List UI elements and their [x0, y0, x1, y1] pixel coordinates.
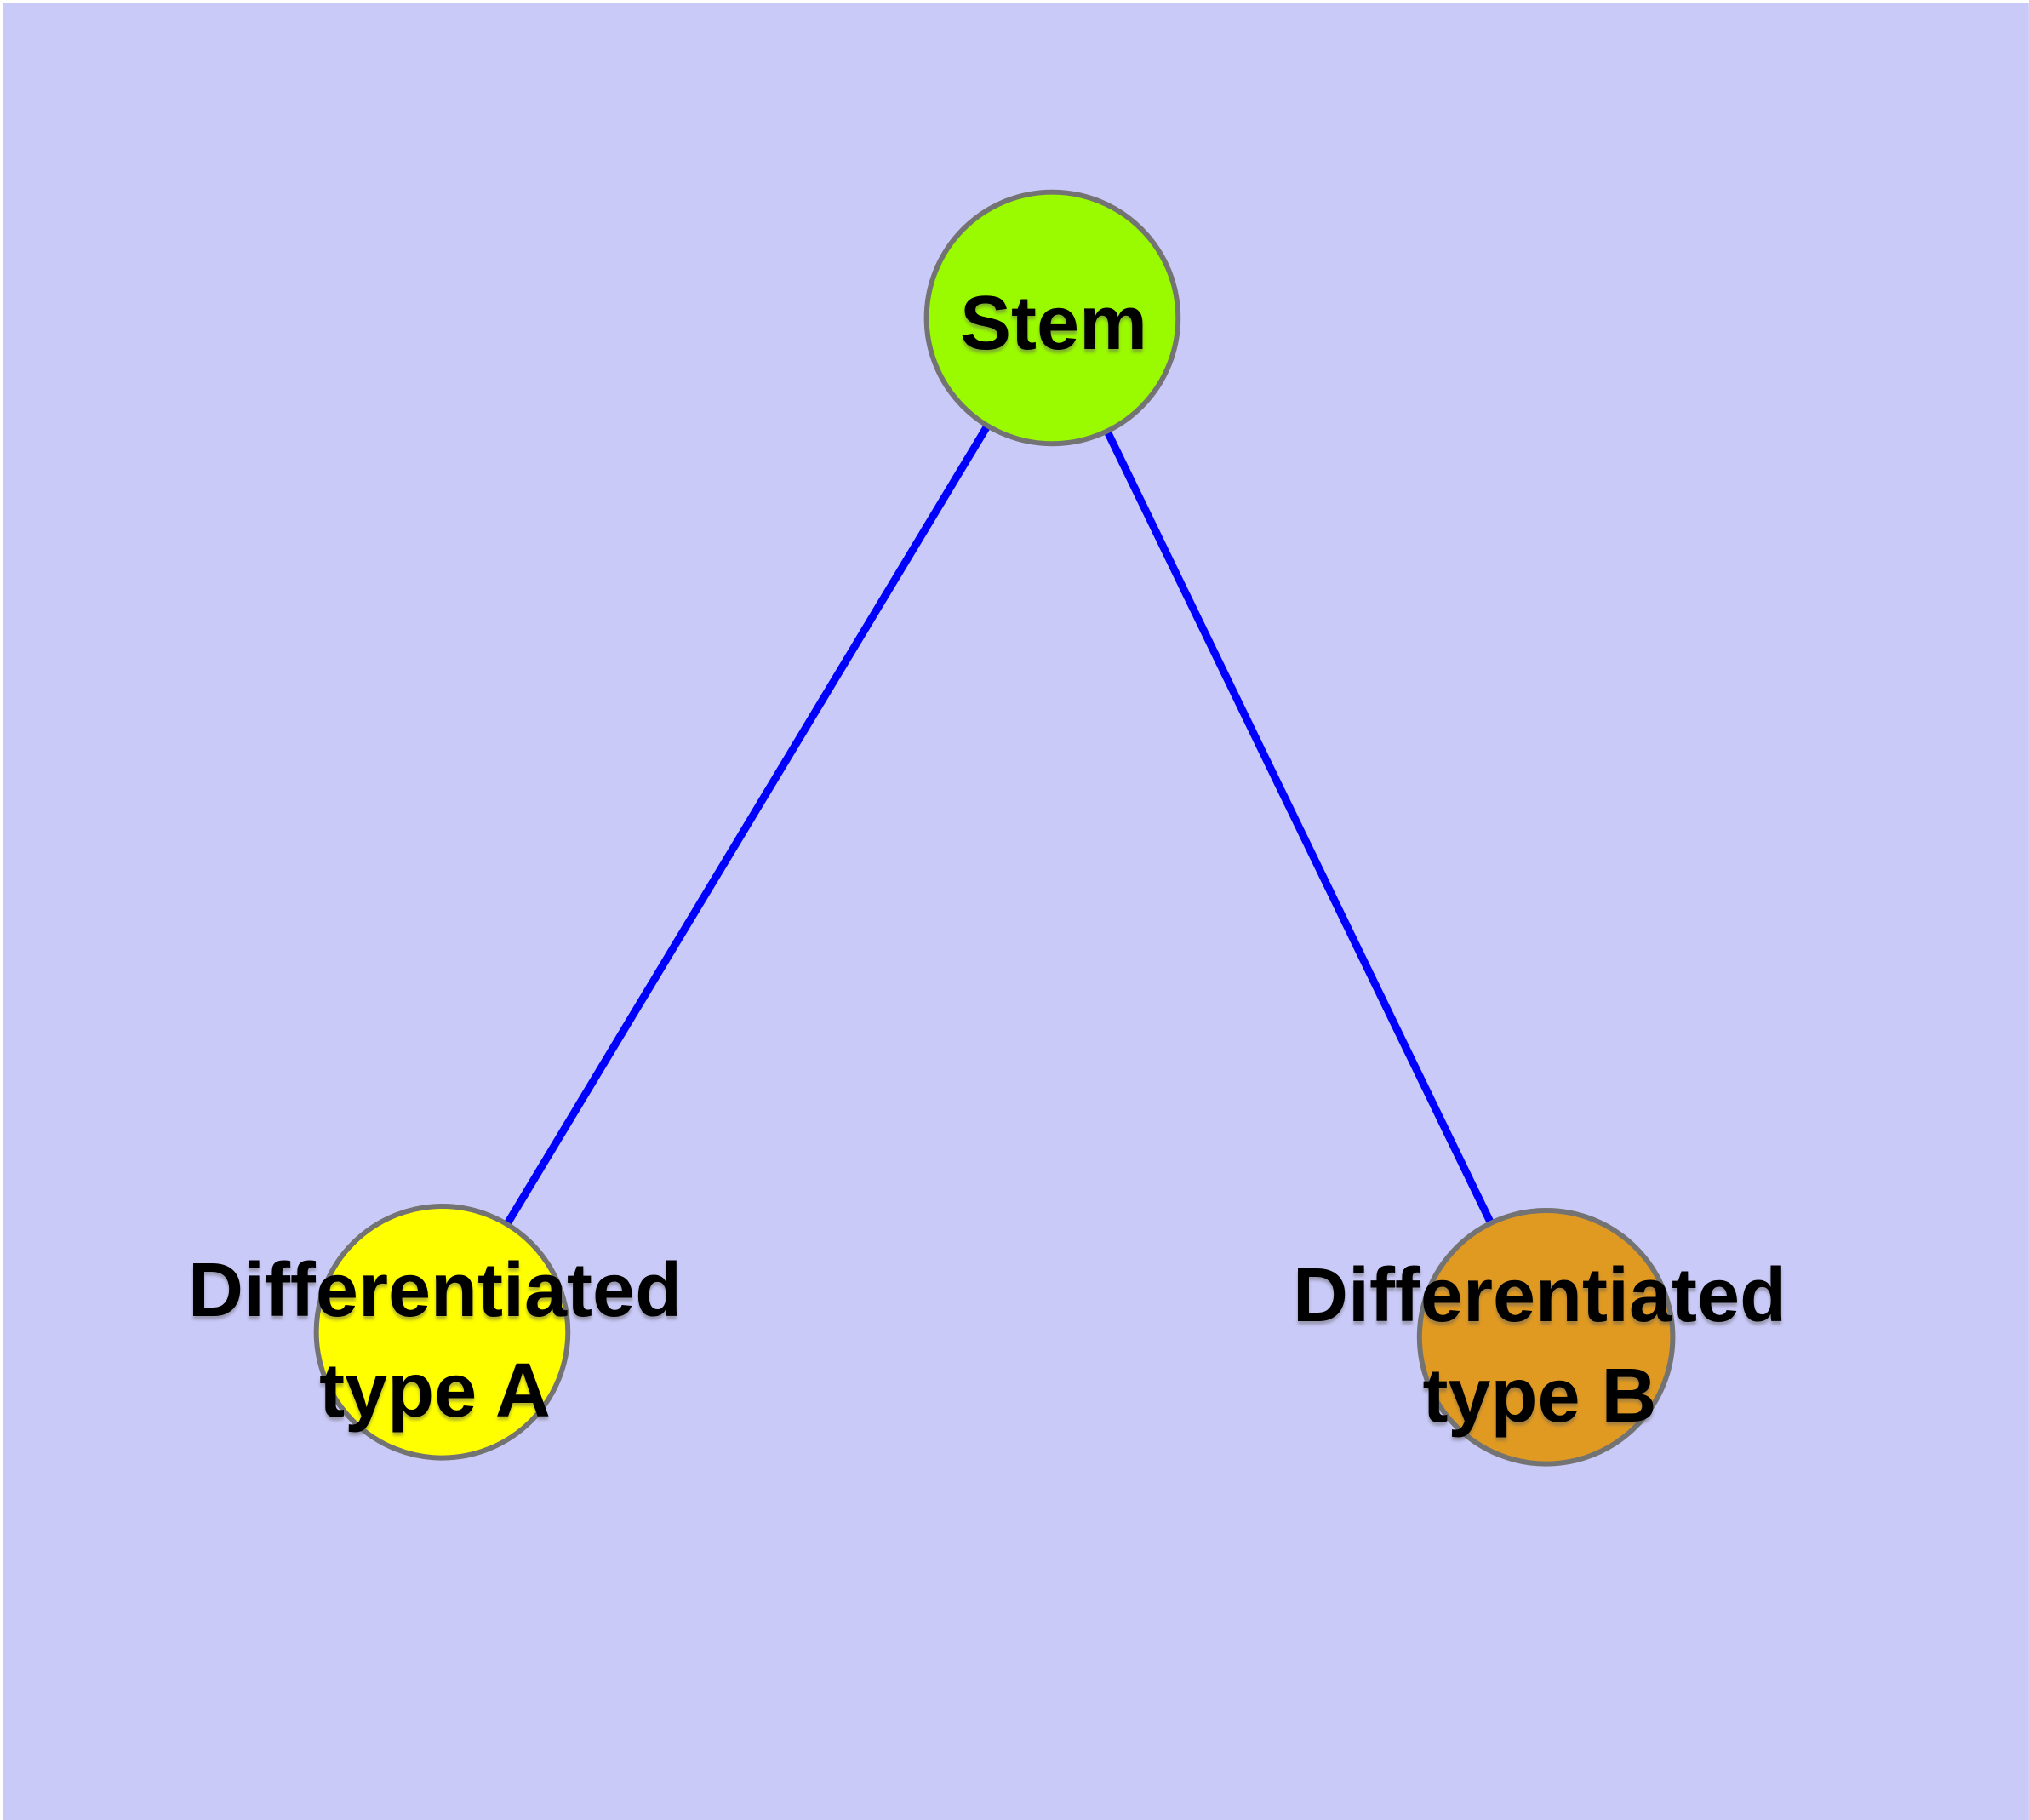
edge-stem-to-type-b — [1049, 316, 1550, 1339]
node-type-a-label-line1: Differentiated — [187, 1248, 683, 1333]
node-type-a-label: Differentiated type A — [188, 1240, 682, 1441]
node-type-b-label: Differentiated type B — [1293, 1245, 1786, 1446]
node-type-b-label-line1: Differentiated — [1292, 1253, 1787, 1338]
edge-stem-to-type-a — [438, 316, 1056, 1335]
node-stem-label: Stem — [959, 281, 1148, 366]
node-type-b — [1416, 1208, 1676, 1467]
node-stem — [923, 189, 1181, 447]
node-type-a — [313, 1204, 571, 1461]
graph-svg — [3, 3, 2029, 1820]
node-type-a-label-line2: type A — [319, 1348, 551, 1434]
node-type-b-label-line2: type B — [1422, 1354, 1657, 1439]
